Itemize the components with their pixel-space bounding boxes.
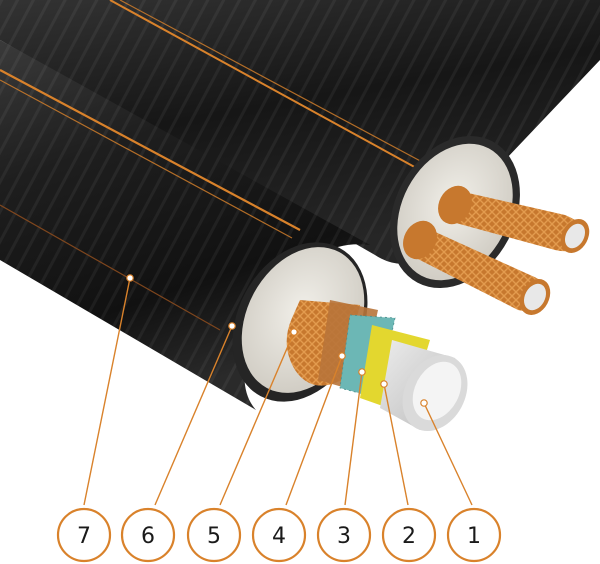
front-pipe-lower-stripe [0,204,221,331]
leader-dot-1 [420,399,428,407]
back-pipe-stripe [119,0,427,165]
back-pipe-stripe [109,0,421,171]
back-upper-inner-pipe [438,185,590,254]
back-pipe [0,0,600,316]
callout-6-label: 6 [141,524,155,549]
front-pipe [0,40,468,432]
leader-dot-2 [380,380,388,388]
leader-line-3 [344,371,363,506]
leader-dot-4 [338,352,346,360]
callout-6: 6 [120,507,176,563]
callout-3: 3 [316,507,372,563]
leader-line-4 [285,355,343,506]
leader-line-6 [154,325,233,506]
back-lower-inner-pipe [403,220,551,316]
callout-5: 5 [186,507,242,563]
callout-4-label: 4 [272,524,286,549]
callout-3-label: 3 [337,524,351,549]
leader-dots [126,274,428,407]
front-pipe-stripe [0,69,301,231]
callout-2: 2 [381,507,437,563]
leader-dot-7 [126,274,134,282]
callout-7: 7 [56,507,112,563]
leader-line-7 [83,277,131,506]
callout-markers: 7 6 5 4 3 2 1 [56,507,502,563]
layered-inner-pipe [286,300,468,432]
callout-7-label: 7 [77,524,91,549]
front-pipe-stripe [0,79,293,239]
callout-4: 4 [251,507,307,563]
callout-1-label: 1 [467,524,481,549]
leader-lines [83,277,473,506]
leader-line-2 [383,383,409,506]
leader-dot-5 [290,328,298,336]
callout-5-label: 5 [207,524,221,549]
callout-1: 1 [446,507,502,563]
leader-dot-3 [358,368,366,376]
leader-dot-6 [228,322,236,330]
leader-line-5 [219,331,295,506]
callout-2-label: 2 [402,524,416,549]
leader-line-1 [423,402,473,506]
